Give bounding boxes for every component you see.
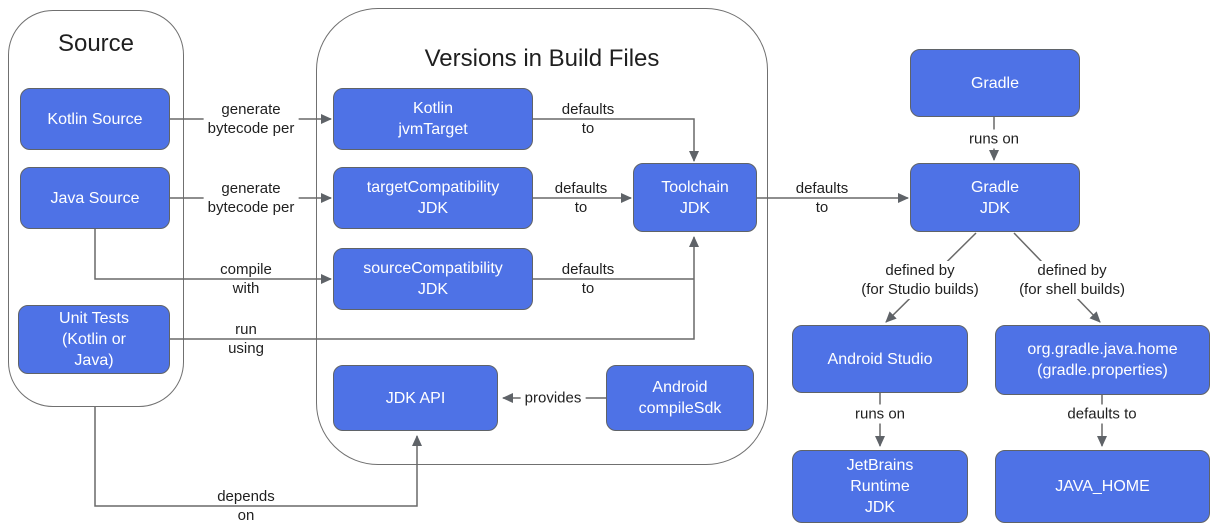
node-jetbrains-runtime-jdk: JetBrains Runtime JDK bbox=[792, 450, 968, 523]
node-org-gradle-java-home: org.gradle.java.home (gradle.properties) bbox=[995, 325, 1210, 395]
node-jdk-api: JDK API bbox=[333, 365, 498, 431]
edge-label-runs-on-gradle: runs on bbox=[964, 129, 1024, 149]
edge-label-generate-bytecode-kotlin: generate bytecode per bbox=[203, 100, 299, 138]
node-java-source: Java Source bbox=[20, 167, 170, 229]
node-android-compilesdk: Android compileSdk bbox=[606, 365, 754, 431]
edge-label-generate-bytecode-java: generate bytecode per bbox=[203, 179, 299, 217]
source-container-title: Source bbox=[57, 30, 135, 57]
edge-label-defaults-to-source: defaults to bbox=[561, 261, 615, 297]
edge-label-defined-by-shell: defined by (for shell builds) bbox=[1015, 261, 1129, 299]
edge-label-run-using: run using bbox=[228, 321, 264, 357]
node-kotlin-jvmtarget: Kotlin jvmTarget bbox=[333, 88, 533, 150]
edge-label-defaults-to-java-home: defaults to bbox=[1063, 404, 1141, 424]
node-android-studio: Android Studio bbox=[792, 325, 968, 393]
edge-label-depends-on: depends on bbox=[217, 488, 275, 524]
node-source-compatibility-jdk: sourceCompatibility JDK bbox=[333, 248, 533, 310]
edge-label-provides: provides bbox=[520, 388, 586, 408]
edge-label-compile-with: compile with bbox=[220, 261, 272, 297]
node-gradle: Gradle bbox=[910, 49, 1080, 117]
build-files-container-title: Versions in Build Files bbox=[424, 45, 660, 72]
node-kotlin-source: Kotlin Source bbox=[20, 88, 170, 150]
edge-label-runs-on-studio: runs on bbox=[850, 404, 910, 424]
node-target-compatibility-jdk: targetCompatibility JDK bbox=[333, 167, 533, 229]
node-unit-tests: Unit Tests (Kotlin or Java) bbox=[18, 305, 170, 374]
edge-label-defaults-to-jvmtarget: defaults to bbox=[561, 101, 615, 137]
edge-label-defaults-to-target: defaults to bbox=[554, 180, 608, 216]
edge-label-defined-by-studio: defined by (for Studio builds) bbox=[857, 261, 983, 299]
node-toolchain-jdk: Toolchain JDK bbox=[633, 163, 757, 232]
node-gradle-jdk: Gradle JDK bbox=[910, 163, 1080, 232]
node-java-home: JAVA_HOME bbox=[995, 450, 1210, 523]
edge-label-defaults-to-gradle-jdk: defaults to bbox=[795, 180, 849, 216]
